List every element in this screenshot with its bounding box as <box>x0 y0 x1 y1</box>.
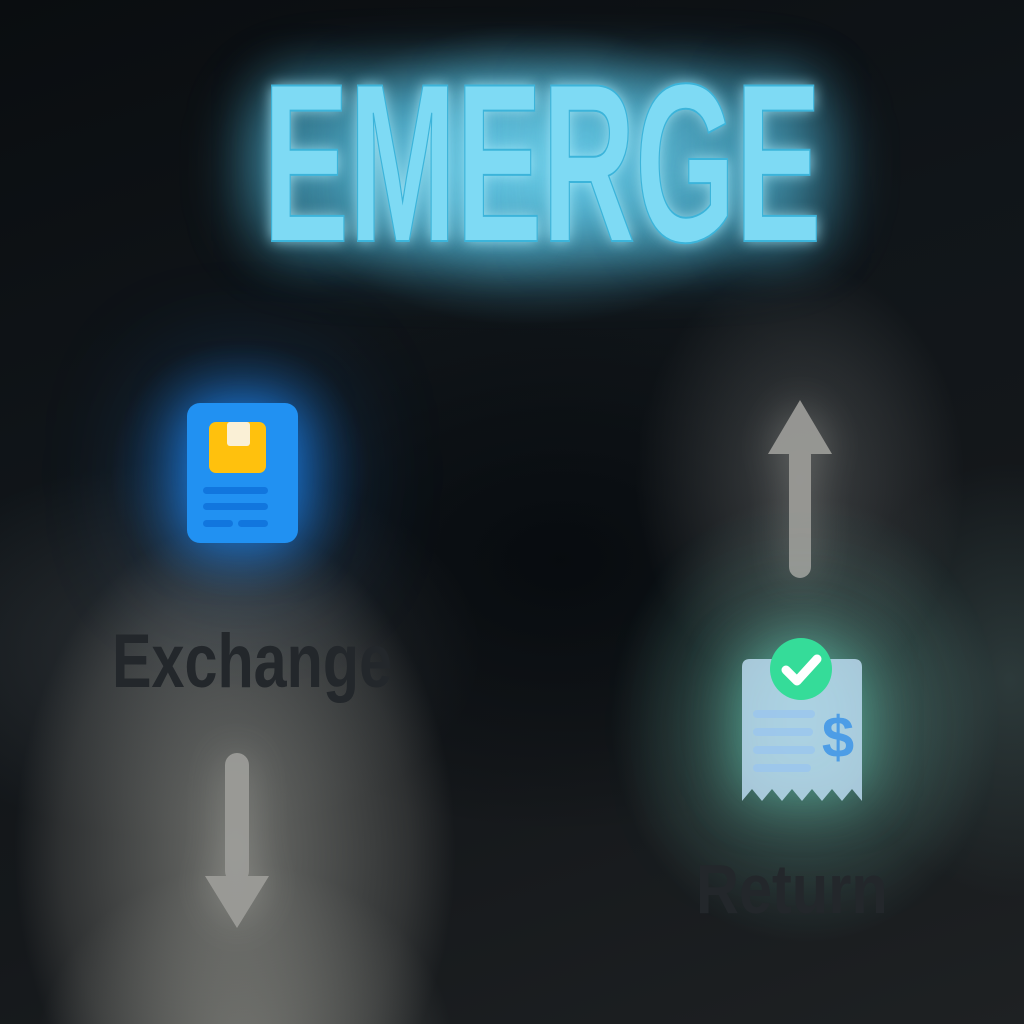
document-text-lines <box>203 487 268 527</box>
receipt-text-lines <box>753 710 815 772</box>
package-tape-strip <box>227 422 250 446</box>
dollar-sign-icon: $ <box>822 705 854 770</box>
check-circle <box>770 638 832 700</box>
arrow-shaft <box>225 753 249 883</box>
check-icon <box>781 654 822 686</box>
receipt-check-dollar-icon: $ <box>742 638 862 801</box>
arrow-up-icon <box>768 400 832 578</box>
package-box <box>209 422 266 473</box>
arrow-down-icon <box>205 753 269 928</box>
arrow-head <box>205 876 269 928</box>
package-document-icon <box>187 403 298 543</box>
title-glow-backdrop <box>237 66 843 272</box>
arrow-head <box>768 400 832 454</box>
arrow-shaft <box>789 444 811 578</box>
page-title: EMERGE <box>262 36 822 289</box>
return-label: Return <box>696 850 888 928</box>
exchange-label: Exchange <box>112 619 393 704</box>
